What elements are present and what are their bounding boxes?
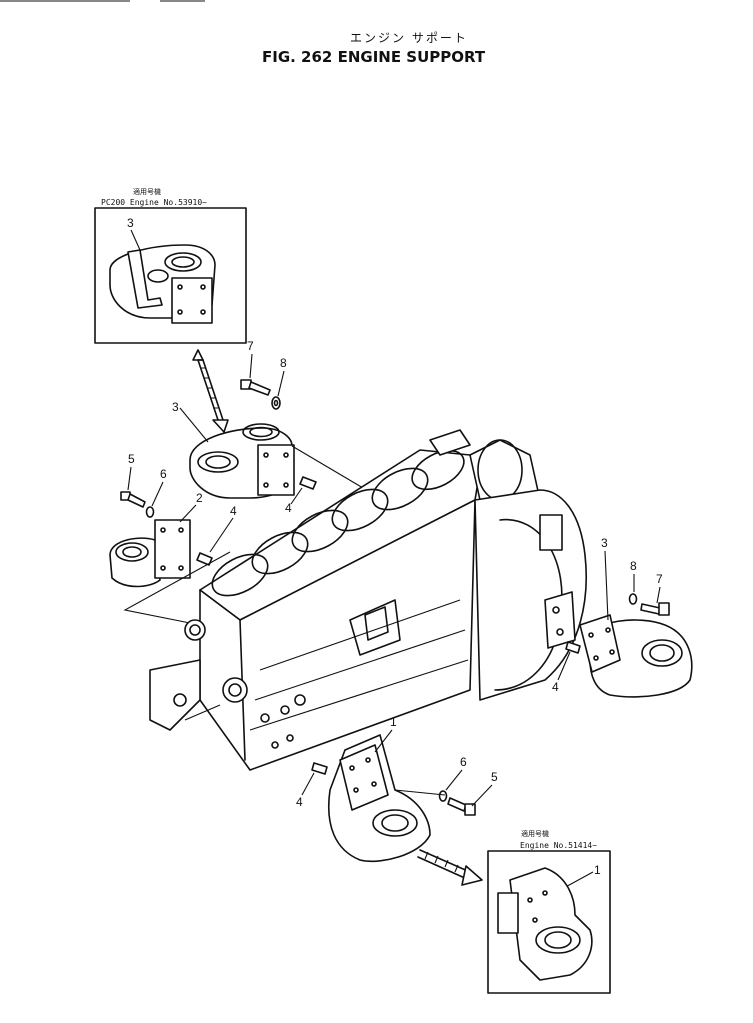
callout-left-bolt: 7	[247, 339, 254, 353]
callout-left-bracket: 3	[172, 400, 179, 414]
detail-arrow-bottom	[417, 849, 483, 886]
left-small-washer	[145, 506, 155, 518]
left-bolt	[240, 379, 271, 396]
callout-right-bolt: 7	[656, 572, 663, 586]
right-pin	[565, 641, 581, 654]
callout-front-pin: 4	[296, 795, 303, 809]
title-japanese: エンジン サポート	[350, 31, 468, 45]
detail-arrow-top	[192, 349, 229, 433]
leader-line	[130, 229, 141, 251]
leader-line	[277, 370, 285, 397]
left-pin-b	[299, 476, 317, 490]
leader-line	[656, 586, 661, 604]
left-washer	[271, 396, 281, 410]
inset-top-callout: 3	[127, 216, 134, 230]
front-washer	[438, 790, 448, 802]
right-bolt	[640, 602, 670, 616]
left-mount-plate	[109, 519, 191, 588]
engine-block	[149, 429, 588, 771]
inset-top-group: 適用号機 PC200 Engine No.53910~ 3	[94, 187, 247, 344]
callout-left-plate: 2	[196, 491, 203, 505]
leader-line	[179, 504, 197, 523]
inset-bottom-callout: 1	[594, 863, 601, 877]
callout-right-bracket: 3	[601, 536, 608, 550]
leader-line	[151, 481, 164, 507]
alignment-line	[394, 789, 446, 796]
leader-line	[471, 784, 493, 807]
front-bolt	[447, 797, 476, 816]
callout-left-washer: 8	[280, 356, 287, 370]
callout-left-pin-b: 4	[285, 501, 292, 515]
inset-bottom-header: Engine No.51414~	[520, 841, 597, 850]
callout-front-bolt: 5	[491, 770, 498, 784]
left-pin-a	[196, 552, 213, 566]
leader-line	[445, 769, 463, 791]
leader-line	[290, 487, 303, 505]
callout-right-washer: 8	[630, 559, 637, 573]
leader-line	[374, 729, 393, 753]
leader-line	[301, 772, 315, 796]
left-rear-support-bracket	[189, 423, 295, 499]
figure-title: FIG. 262 ENGINE SUPPORT	[262, 48, 486, 66]
inset-bottom-bracket	[497, 867, 593, 981]
callout-front-bracket: 1	[390, 715, 397, 729]
leader-line	[604, 550, 609, 621]
inset-top-header: PC200 Engine No.53910~	[101, 198, 207, 207]
inset-top-header-jp: 適用号機	[133, 187, 161, 196]
front-pin	[311, 762, 328, 775]
leader-line	[557, 651, 571, 681]
front-support-bracket	[328, 734, 431, 863]
inset-bottom-frame	[487, 850, 611, 994]
inset-bottom-group: 適用号機 Engine No.51414~ 1	[487, 829, 611, 994]
leader-line	[179, 407, 209, 443]
right-washer	[628, 593, 638, 605]
callout-left-small-bolt: 5	[128, 452, 135, 466]
callout-left-small-washer: 6	[160, 467, 167, 481]
callout-right-pin: 4	[552, 680, 559, 694]
right-rear-support-bracket	[579, 614, 693, 698]
leader-line	[249, 353, 253, 379]
inset-bottom-header-jp: 適用号機	[521, 829, 549, 838]
leader-line	[209, 517, 234, 553]
leader-line	[127, 466, 132, 491]
left-small-bolt	[120, 491, 146, 508]
inset-top-frame	[94, 207, 247, 344]
callout-front-washer: 6	[460, 755, 467, 769]
inset-top-bracket	[109, 244, 216, 324]
callout-left-pin-a: 4	[230, 504, 237, 518]
